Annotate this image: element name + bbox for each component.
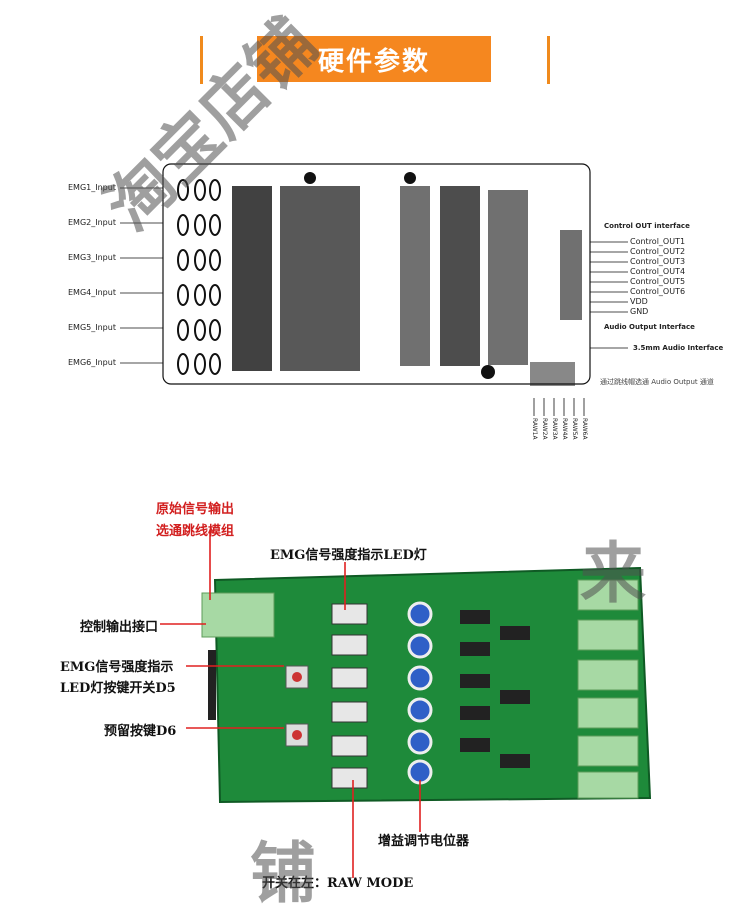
raw3a-label: RAW3A (551, 418, 558, 440)
title-left-rule (200, 36, 203, 84)
audio-jack-label: 3.5mm Audio Interface (633, 344, 724, 352)
control-out6-label: Control_OUT6 (630, 287, 686, 296)
raw1a-label: RAW1A (531, 418, 538, 440)
raw-labels: RAW1A RAW2A RAW3A RAW4A RAW5A RAW6A (528, 418, 590, 448)
control-out5-label: Control_OUT5 (630, 277, 686, 286)
audio-output-title: Audio Output Interface (604, 323, 695, 331)
annotation-gain: 增益调节电位器 (378, 834, 470, 849)
pcb-photo-annotated: 原始信号输出 选通跳线模组 EMG信号强度指示LED灯 控制输出接口 EMG信号… (0, 480, 750, 904)
vdd-label: VDD (630, 297, 648, 306)
pcb-layout-drawing (120, 163, 628, 416)
emg5-input-label: EMG5_Input (68, 323, 116, 332)
raw2a-label: RAW2A (541, 418, 548, 440)
annotation-raw-select-line2: 选通跳线模组 (156, 524, 235, 539)
pcb-photo (160, 531, 652, 878)
gnd-label: GND (630, 307, 649, 316)
annotation-d5-line1: EMG信号强度指示 (60, 660, 174, 675)
annotation-led: EMG信号强度指示LED灯 (270, 548, 427, 563)
emg2-input-label: EMG2_Input (68, 218, 116, 227)
emg3-input-label: EMG3_Input (68, 253, 116, 262)
control-out4-label: Control_OUT4 (630, 267, 686, 276)
annotation-raw-select-line1: 原始信号输出 (156, 502, 235, 517)
pcb-layout-diagram: EMG1_Input EMG2_Input EMG3_Input EMG4_In… (0, 150, 750, 450)
section-title: 硬件参数 (257, 36, 491, 82)
raw4a-label: RAW4A (561, 418, 568, 440)
annotation-d5-line2: LED灯按键开关D5 (60, 681, 176, 696)
annotation-control-out: 控制输出接口 (80, 620, 159, 635)
control-out1-label: Control_OUT1 (630, 237, 686, 246)
control-out3-label: Control_OUT3 (630, 257, 686, 266)
emg4-input-label: EMG4_Input (68, 288, 116, 297)
annotation-d6: 预留按键D6 (104, 724, 177, 739)
raw5a-label: RAW5A (571, 418, 578, 440)
annotation-switch-mode: 开关在左：RAW MODE (262, 876, 414, 891)
control-out2-label: Control_OUT2 (630, 247, 686, 256)
raw6a-label: RAW6A (581, 418, 588, 440)
control-out-title: Control OUT interface (604, 222, 690, 230)
emg6-input-label: EMG6_Input (68, 358, 116, 367)
section-title-bar: 硬件参数 (200, 36, 550, 84)
jumper-note: 通过跳线帽选通 Audio Output 通道 (600, 378, 714, 386)
title-right-rule (547, 36, 550, 84)
emg1-input-label: EMG1_Input (68, 183, 116, 192)
